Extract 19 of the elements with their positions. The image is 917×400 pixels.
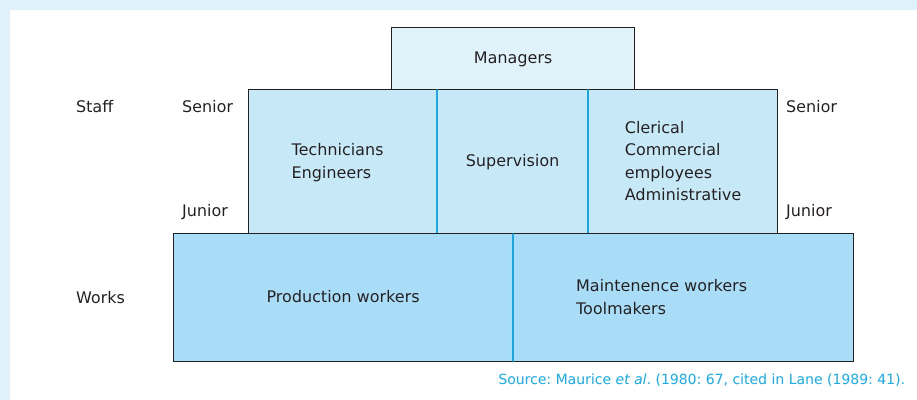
row-label: Junior bbox=[182, 201, 228, 220]
row-label: Works bbox=[76, 288, 125, 307]
category-box bbox=[173, 233, 514, 362]
source-caption: Source: Maurice et al. (1980: 67, cited in Lane (1989: 41). bbox=[498, 372, 905, 388]
category-box bbox=[589, 89, 778, 234]
box-label: Clerical Commercial employees Administrative bbox=[624, 116, 742, 206]
row-label: Junior bbox=[786, 201, 832, 220]
row-label: Senior bbox=[182, 97, 233, 116]
category-box bbox=[391, 27, 635, 90]
category-box bbox=[248, 89, 438, 234]
box-label: Managers bbox=[474, 47, 552, 70]
row-label: Staff bbox=[76, 97, 114, 116]
category-box bbox=[514, 233, 854, 362]
box-label: Supervision bbox=[466, 150, 560, 172]
category-box bbox=[438, 89, 589, 234]
box-label: Maintenence workers Toolmakers bbox=[576, 275, 748, 320]
row-label: Senior bbox=[786, 97, 837, 116]
box-label: Production workers bbox=[266, 286, 420, 308]
box-label: Technicians Engineers bbox=[292, 139, 384, 184]
